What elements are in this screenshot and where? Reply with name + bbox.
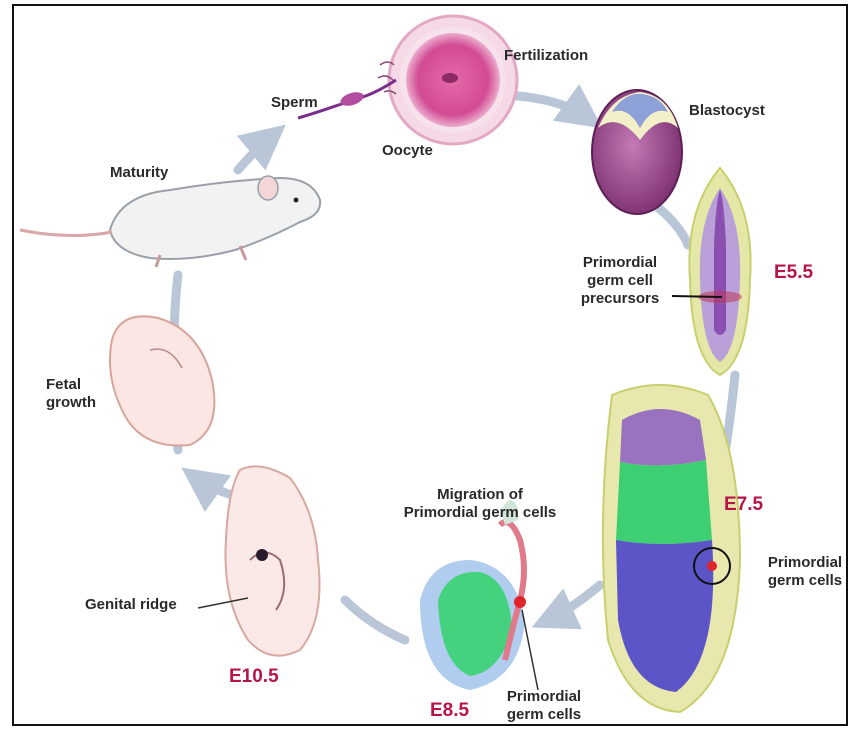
label-pgc-precursors-line1: Primordial xyxy=(570,254,670,272)
label-pgc-precursors: Primordial germ cell precursors xyxy=(570,254,670,308)
e105-embryo-drawing xyxy=(225,466,319,655)
label-pgc-precursors-line2: germ cell xyxy=(570,272,670,290)
label-genital-ridge: Genital ridge xyxy=(85,596,177,614)
label-fetal-growth-line1: Fetal xyxy=(46,376,96,394)
label-fetal-growth-line2: growth xyxy=(46,394,96,412)
arrow-blastocyst-to-e55 xyxy=(655,205,688,245)
pgc-bottom-pointer xyxy=(522,610,538,690)
pgc-precursors-pointer xyxy=(672,296,722,297)
e85-embryo-drawing xyxy=(420,500,526,690)
oocyte-drawing xyxy=(378,16,517,144)
blastocyst-drawing xyxy=(592,90,682,214)
arrow-maturity-to-sperm xyxy=(238,136,272,170)
arrow-fertilization-to-blastocyst xyxy=(505,95,588,118)
label-sperm: Sperm xyxy=(271,94,318,112)
arrow-e85-to-e105 xyxy=(345,600,405,640)
label-migration-line2: Primordial germ cells xyxy=(395,504,565,522)
e75-embryo-drawing xyxy=(603,385,740,712)
label-fertilization: Fertilization xyxy=(504,47,588,65)
label-pgc-right: Primordial germ cells xyxy=(758,554,852,590)
stage-e105: E10.5 xyxy=(229,666,279,688)
label-pgc-precursors-line3: precursors xyxy=(570,290,670,308)
label-blastocyst: Blastocyst xyxy=(689,102,765,120)
stage-e55: E5.5 xyxy=(774,262,813,284)
e55-embryo-drawing xyxy=(689,168,750,375)
label-pgc-bottom-line1: Primordial xyxy=(494,688,594,706)
label-oocyte: Oocyte xyxy=(382,142,433,160)
stage-e85: E8.5 xyxy=(430,700,469,722)
arrow-e75-to-e85 xyxy=(548,585,600,620)
arrow-e105-to-fetal xyxy=(196,478,232,495)
stage-e75: E7.5 xyxy=(724,494,763,516)
label-migration-line1: Migration of xyxy=(395,486,565,504)
label-pgc-bottom-line2: germ cells xyxy=(494,706,594,724)
fetus-drawing xyxy=(110,316,214,445)
label-pgc-right-line1: Primordial xyxy=(758,554,852,572)
label-pgc-right-line2: germ cells xyxy=(758,572,852,590)
label-fetal-growth: Fetal growth xyxy=(46,376,96,412)
label-pgc-bottom: Primordial germ cells xyxy=(494,688,594,724)
label-maturity: Maturity xyxy=(110,164,168,182)
mouse-drawing xyxy=(20,176,320,267)
label-migration: Migration of Primordial germ cells xyxy=(395,486,565,522)
